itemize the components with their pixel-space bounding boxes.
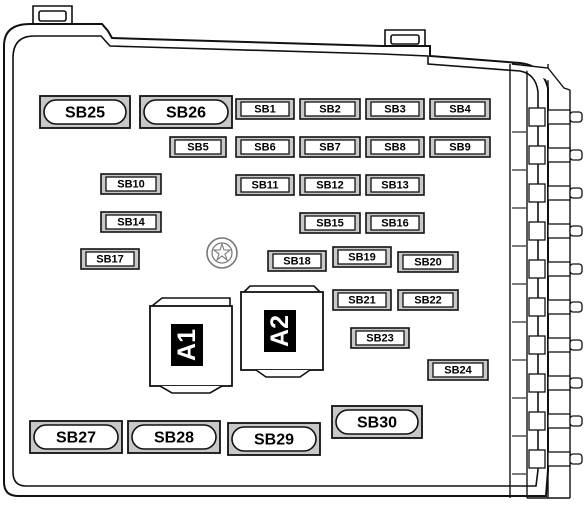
fuse-sb15: SB15 <box>299 212 361 234</box>
fuse-sb1-label: SB1 <box>254 104 275 116</box>
fuse-sb2-label: SB2 <box>319 104 340 116</box>
fuse-sb27-label: SB27 <box>56 430 96 447</box>
fuse-sb22-label: SB22 <box>414 295 442 307</box>
fuse-sb30: SB30 <box>331 405 423 439</box>
fuse-sb15-label: SB15 <box>316 218 344 230</box>
fuse-sb26: SB26 <box>139 95 233 129</box>
fuse-sb1: SB1 <box>235 98 295 120</box>
fuse-sb28-label: SB28 <box>154 430 194 447</box>
fuse-sb13: SB13 <box>365 174 425 196</box>
side-terminal <box>512 335 583 361</box>
fuse-sb16: SB16 <box>365 212 425 234</box>
fuse-sb16-label: SB16 <box>381 218 409 230</box>
fuse-sb10: SB10 <box>100 173 162 195</box>
fuse-sb11: SB11 <box>235 174 295 196</box>
fuse-sb19-label: SB19 <box>348 252 376 264</box>
fuse-sb6-label: SB6 <box>254 142 275 154</box>
fuse-sb20: SB20 <box>397 251 459 273</box>
fuse-sb9-label: SB9 <box>449 142 470 154</box>
relay-a1-label: A1 <box>173 329 201 361</box>
fuse-sb22: SB22 <box>397 289 459 311</box>
relay-a1: A1 <box>149 297 233 394</box>
fuse-sb18-label: SB18 <box>283 256 311 268</box>
side-terminal <box>512 145 583 171</box>
fuse-sb17: SB17 <box>80 248 140 270</box>
side-terminal <box>512 297 583 323</box>
side-terminals <box>512 107 583 475</box>
fuse-sb8-label: SB8 <box>384 142 405 154</box>
fuse-sb29-label: SB29 <box>254 432 294 449</box>
fuse-sb11-label: SB11 <box>252 180 279 192</box>
side-terminal <box>512 183 583 209</box>
fuse-sb19: SB19 <box>332 246 392 268</box>
side-terminal <box>512 107 583 133</box>
fuse-sb24: SB24 <box>427 359 489 381</box>
fuse-sb24-label: SB24 <box>444 365 472 377</box>
fuse-sb3-label: SB3 <box>384 104 405 116</box>
fuse-sb4-label: SB4 <box>449 104 471 116</box>
fuse-sb28: SB28 <box>127 420 221 454</box>
fuse-sb5-label: SB5 <box>187 142 208 154</box>
fuse-sb26-label: SB26 <box>166 105 206 122</box>
fuse-sb25: SB25 <box>39 95 131 129</box>
fuse-sb17-label: SB17 <box>96 254 124 266</box>
mounting-tab-top-right <box>384 29 426 46</box>
fuse-sb14: SB14 <box>100 211 162 233</box>
fuse-sb2: SB2 <box>299 98 361 120</box>
fuse-sb7: SB7 <box>299 136 361 158</box>
fuse-sb18: SB18 <box>267 250 327 272</box>
fuse-sb14-label: SB14 <box>117 217 145 229</box>
fuse-sb23-label: SB23 <box>366 333 394 345</box>
side-terminal <box>512 449 583 475</box>
fuse-sb21: SB21 <box>332 289 392 311</box>
side-terminal <box>512 411 583 437</box>
fuse-sb21-label: SB21 <box>348 295 376 307</box>
fuse-sb25-label: SB25 <box>65 105 105 122</box>
fuse-sb30-label: SB30 <box>357 415 397 432</box>
fuse-sb20-label: SB20 <box>414 257 442 269</box>
fuse-sb5: SB5 <box>169 136 227 158</box>
fuse-sb4: SB4 <box>429 98 491 120</box>
fuse-sb29: SB29 <box>227 422 321 456</box>
fuse-sb9: SB9 <box>429 136 491 158</box>
fuse-sb12-label: SB12 <box>316 180 344 192</box>
fuse-sb3: SB3 <box>365 98 425 120</box>
fuse-sb12: SB12 <box>299 174 361 196</box>
fuse-sb8: SB8 <box>365 136 425 158</box>
center-screw-icon <box>206 237 238 269</box>
fuse-sb13-label: SB13 <box>381 180 409 192</box>
side-terminal <box>512 259 583 285</box>
relay-a2: A2 <box>240 285 324 378</box>
fuse-sb27: SB27 <box>29 420 123 454</box>
relay-a2-label: A2 <box>266 315 294 347</box>
side-terminal <box>512 373 583 399</box>
mounting-tab-top-left <box>32 5 73 24</box>
fuse-sb7-label: SB7 <box>319 142 340 154</box>
side-terminal <box>512 221 583 247</box>
fuse-sb23: SB23 <box>350 327 410 349</box>
fuse-sb10-label: SB10 <box>117 179 145 191</box>
fuse-sb6: SB6 <box>235 136 295 158</box>
